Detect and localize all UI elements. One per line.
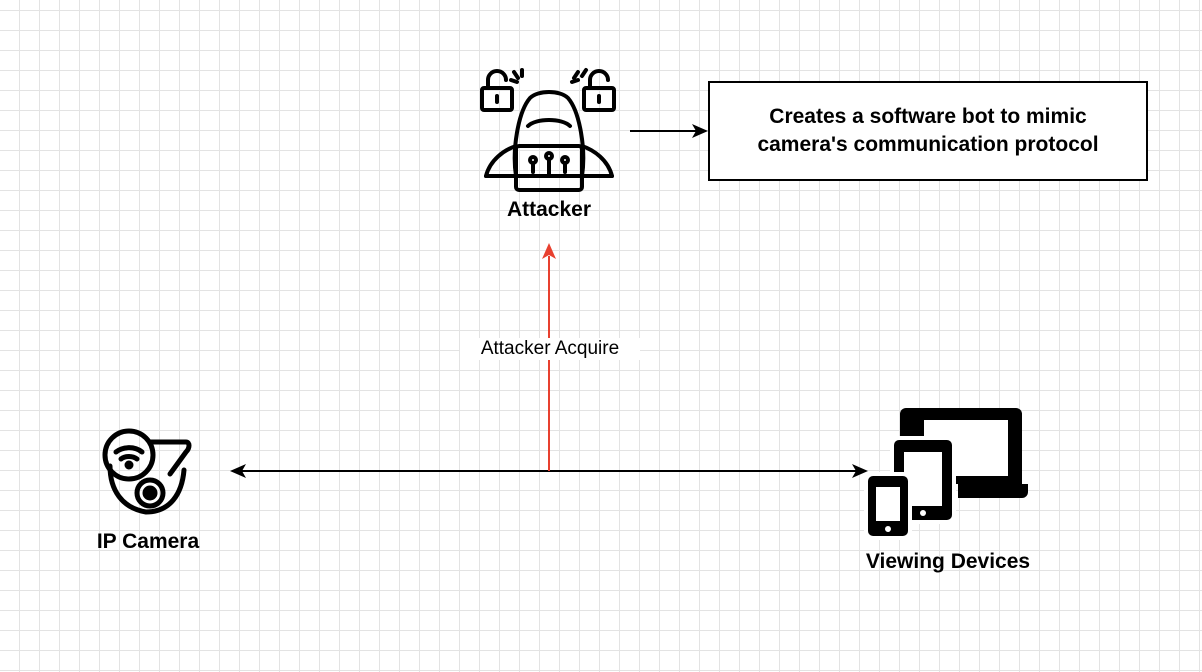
ip-camera-label: IP Camera — [96, 530, 200, 553]
arrowhead-up — [542, 243, 556, 259]
attacker-label: Attacker — [506, 198, 592, 221]
unlocked-padlock-icon — [582, 69, 616, 112]
note-box[interactable]: Creates a software bot to mimic camera's… — [708, 81, 1148, 181]
hacker-icon[interactable] — [480, 68, 616, 192]
devices-icon[interactable] — [864, 408, 1028, 540]
attacker-note-connector[interactable] — [630, 124, 708, 138]
unlocked-padlock-icon — [480, 69, 514, 112]
phone-icon — [864, 472, 912, 540]
arrowhead-left — [230, 464, 246, 478]
arrowhead-right — [852, 464, 868, 478]
viewing-devices-label: Viewing Devices — [865, 550, 1031, 573]
note-text: Creates a software bot to mimic camera's… — [757, 105, 1099, 156]
acquire-connector[interactable] — [542, 243, 556, 471]
ip-camera-icon[interactable] — [102, 428, 192, 515]
arrowhead-right — [692, 124, 708, 138]
acquire-edge-label: Attacker Acquire — [460, 338, 640, 360]
